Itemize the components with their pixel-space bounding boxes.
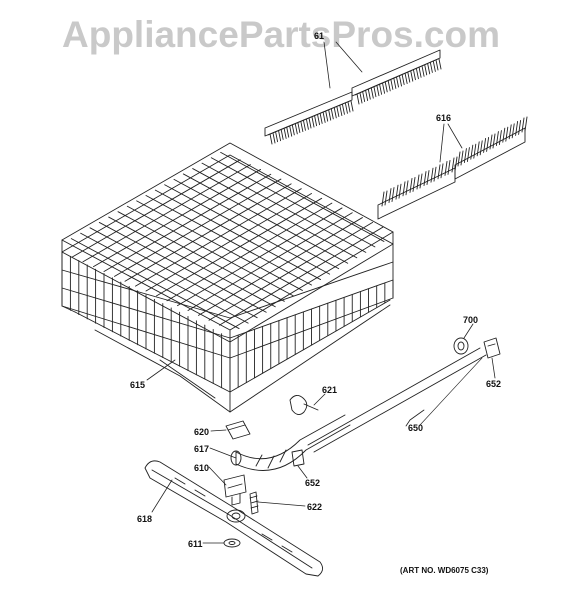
tine-row-part-61 [264,49,442,145]
callout-611: 611 [188,539,203,549]
clip-part-621 [289,395,319,415]
tine-row-part-616 [377,116,528,220]
callout-652-upper: 652 [486,379,502,389]
connector-part-652-lower [291,449,305,467]
callout-618: 618 [137,514,153,524]
connector-part-652-upper [483,337,501,359]
leader-lines [146,41,496,544]
screw-part-622 [249,491,259,515]
callout-610: 610 [194,463,210,473]
callout-616: 616 [436,113,452,123]
callout-650: 650 [408,423,424,433]
upper-rack-part-615 [61,142,394,413]
art-number: (ART NO. WD6075 C33) [400,566,489,575]
callout-700: 700 [463,315,479,325]
supply-tube-part-650 [307,347,487,453]
callout-622: 622 [307,502,323,512]
callout-620: 620 [194,427,210,437]
callout-615: 615 [130,380,146,390]
callout-652-lower: 652 [305,478,321,488]
callout-61: 61 [314,31,325,41]
bearing-part-610 [223,474,247,506]
bracket-part-620 [225,420,251,440]
callout-621: 621 [322,385,338,395]
spray-arm-part-618 [144,460,323,577]
watermark-logo-text: AppliancePartsPros.com [62,14,500,55]
washer-part-611 [223,538,241,548]
end-cap-part-700 [453,337,469,355]
manifold-part-617 [230,414,351,471]
callout-617: 617 [194,444,210,454]
